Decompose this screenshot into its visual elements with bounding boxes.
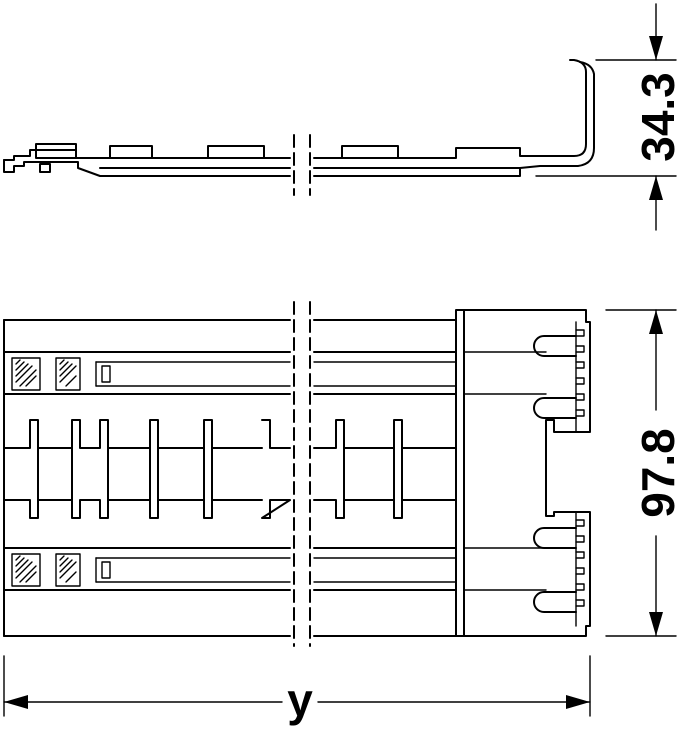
end-cap [455,309,591,637]
dimension-arrows [4,36,663,709]
depth-dimension-label: 97.8 [632,428,681,518]
height-dimension-label: 34.3 [632,72,681,162]
top-view [3,309,591,637]
spring-upper [11,357,81,391]
spring-lower [11,553,81,587]
length-dimension-label: y [287,674,313,726]
dimension-lines [3,3,677,717]
break-lines [293,134,311,647]
side-view [3,59,595,177]
